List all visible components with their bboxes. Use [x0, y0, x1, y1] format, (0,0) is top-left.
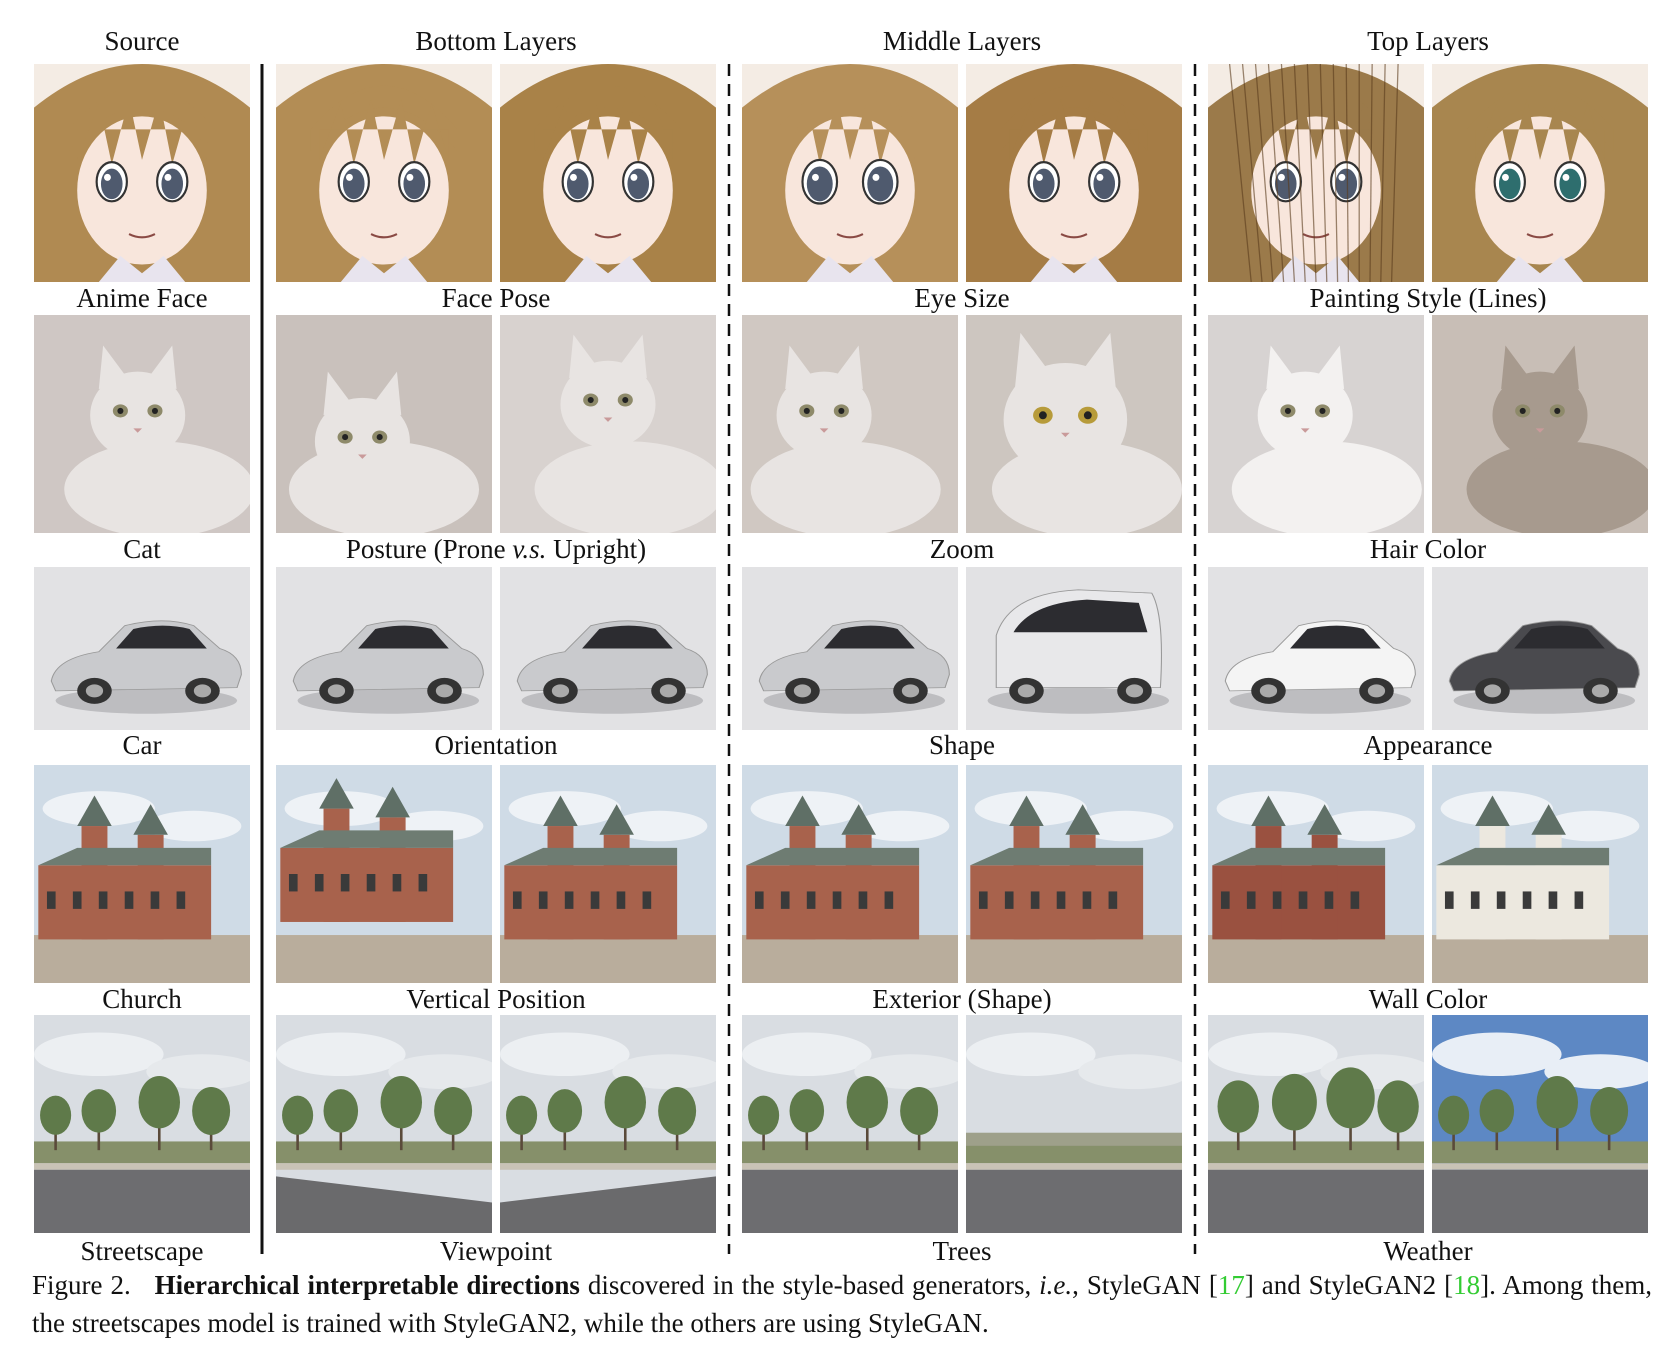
- anime-image-3: [742, 64, 958, 282]
- car-image-5: [1208, 567, 1424, 730]
- church-top-layers-label: Wall Color: [1368, 984, 1488, 1014]
- figure-caption: Figure 2. Hierarchical interpretable dir…: [32, 1266, 1652, 1342]
- church-image-4: [966, 765, 1182, 983]
- street-image-0: [34, 1015, 250, 1233]
- anime-image-1: [276, 64, 492, 282]
- separator-solid: [260, 64, 264, 1254]
- cat-image-6: [1432, 315, 1648, 533]
- header-source: Source: [104, 26, 180, 56]
- anime-image-0: [34, 64, 250, 282]
- anime-bottom-layers-label: Face Pose: [441, 283, 551, 313]
- caption-text-4: ]. Among them, the streetscapes model is…: [32, 1270, 1653, 1338]
- church-middle-layers-label: Exterior (Shape): [872, 984, 1052, 1014]
- cat-bottom-layers-label-part: Upright): [546, 534, 647, 564]
- reference-link-17[interactable]: 17: [1217, 1270, 1245, 1300]
- anime-image-5: [1208, 64, 1424, 282]
- caption-title: Hierarchical interpretable directions: [154, 1270, 580, 1300]
- reference-link-18[interactable]: 18: [1453, 1270, 1481, 1300]
- car-image-6: [1432, 567, 1648, 730]
- cat-image-2: [500, 315, 716, 533]
- cat-image-0: [34, 315, 250, 533]
- caption-text-1: discovered in the style-based generators…: [579, 1270, 1040, 1300]
- car-image-0: [34, 567, 250, 730]
- anime-middle-layers-label: Eye Size: [914, 283, 1010, 313]
- car-image-1: [276, 567, 492, 730]
- street-bottom-layers-label: Viewpoint: [439, 1236, 553, 1266]
- street-image-1: [276, 1015, 492, 1233]
- cat-source-label: Cat: [123, 534, 161, 564]
- cat-bottom-layers-label-part: v.s.: [512, 534, 547, 564]
- church-image-1: [276, 765, 492, 983]
- caption-text-2: , StyleGAN [: [1072, 1270, 1218, 1300]
- street-source-label: Streetscape: [80, 1236, 204, 1266]
- car-image-4: [966, 567, 1182, 730]
- street-image-2: [500, 1015, 716, 1233]
- cat-image-4: [966, 315, 1182, 533]
- church-image-5: [1208, 765, 1424, 983]
- street-top-layers-label: Weather: [1383, 1236, 1473, 1266]
- anime-image-6: [1432, 64, 1648, 282]
- separator-dashed-right: [1193, 64, 1197, 1254]
- caption-text-3: ] and StyleGAN2 [: [1244, 1270, 1454, 1300]
- street-image-4: [966, 1015, 1182, 1233]
- cat-image-3: [742, 315, 958, 533]
- header-top-layers: Top Layers: [1367, 26, 1489, 56]
- cat-bottom-layers-label-part: Posture (Prone: [345, 534, 513, 564]
- caption-figure-label: Figure 2.: [32, 1270, 131, 1300]
- caption-ie: i.e.: [1039, 1270, 1073, 1300]
- car-middle-layers-label: Shape: [929, 730, 995, 760]
- anime-source-label: Anime Face: [76, 283, 208, 313]
- church-source-label: Church: [102, 984, 182, 1014]
- street-middle-layers-label: Trees: [932, 1236, 992, 1266]
- church-image-3: [742, 765, 958, 983]
- car-image-3: [742, 567, 958, 730]
- cat-middle-layers-label: Zoom: [929, 534, 995, 564]
- church-bottom-layers-label: Vertical Position: [406, 984, 586, 1014]
- car-source-label: Car: [122, 730, 162, 760]
- anime-image-4: [966, 64, 1182, 282]
- separator-dashed-left: [727, 64, 731, 1254]
- cat-bottom-layers-label: Posture (Prone v.s. Upright): [276, 534, 716, 564]
- church-image-0: [34, 765, 250, 983]
- church-image-2: [500, 765, 716, 983]
- church-image-6: [1432, 765, 1648, 983]
- car-bottom-layers-label: Orientation: [434, 730, 558, 760]
- header-middle-layers: Middle Layers: [882, 26, 1042, 56]
- car-image-2: [500, 567, 716, 730]
- cat-image-1: [276, 315, 492, 533]
- cat-top-layers-label: Hair Color: [1369, 534, 1487, 564]
- street-image-3: [742, 1015, 958, 1233]
- street-image-6: [1432, 1015, 1648, 1233]
- street-image-5: [1208, 1015, 1424, 1233]
- car-top-layers-label: Appearance: [1363, 730, 1493, 760]
- cat-image-5: [1208, 315, 1424, 533]
- anime-top-layers-label: Painting Style (Lines): [1309, 283, 1547, 313]
- header-bottom-layers: Bottom Layers: [415, 26, 577, 56]
- anime-image-2: [500, 64, 716, 282]
